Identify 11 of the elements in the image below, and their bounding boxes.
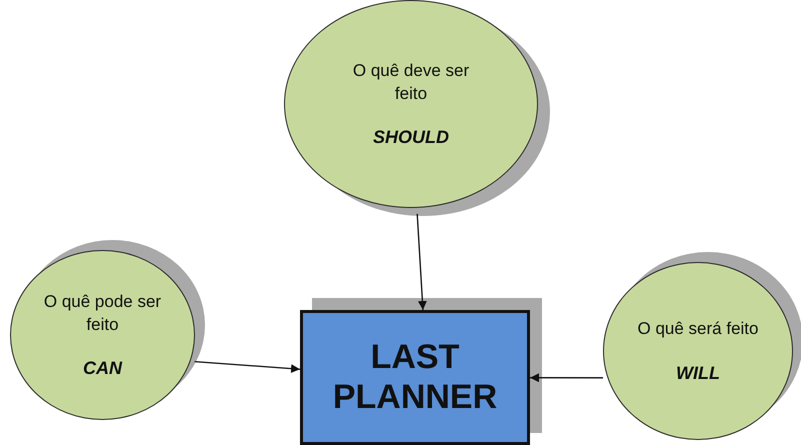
node-text: O quê deve ser feito [352,60,470,104]
arrow [194,361,300,374]
box-title: LAST PLANNER [332,338,498,417]
arrow [416,214,427,310]
node-keyword: WILL [676,362,720,384]
node-keyword: CAN [83,358,122,380]
node-keyword: SHOULD [373,127,449,148]
arrow [530,373,603,382]
process-box [300,310,530,445]
node-text: O quê pode ser feito [42,290,162,336]
node-text: O quê será feito [638,318,758,340]
